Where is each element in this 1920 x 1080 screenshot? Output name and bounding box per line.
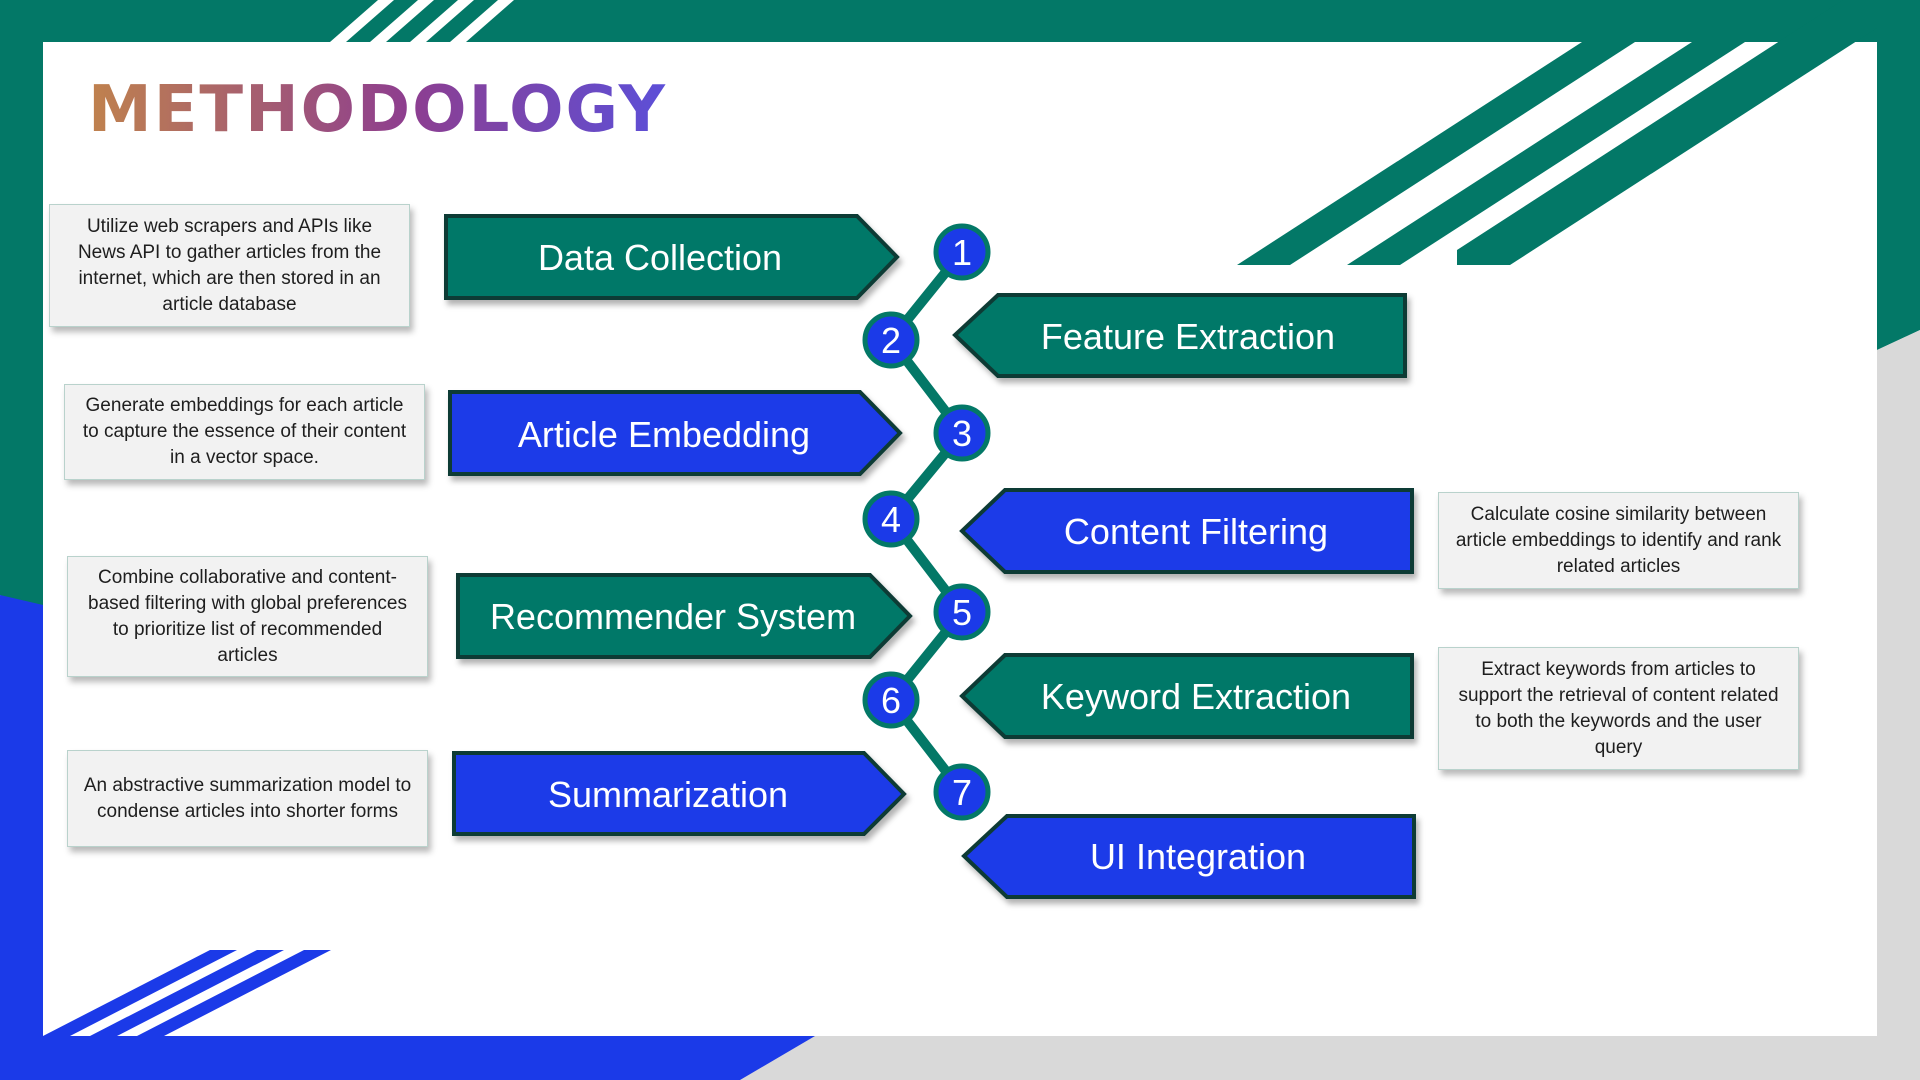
step-label: UI Integration	[1090, 836, 1306, 877]
step-label: Article Embedding	[518, 414, 810, 455]
step-badge-6: 6	[862, 671, 920, 729]
step-data-collection: Data Collection	[444, 214, 900, 300]
teal-right-band	[1877, 0, 1920, 350]
step-badge-4: 4	[862, 490, 920, 548]
step-number: 5	[952, 592, 972, 633]
step-summarization: Summarization	[452, 751, 907, 836]
step-keyword-extraction: Keyword Extraction	[959, 653, 1414, 739]
step-label: Feature Extraction	[1041, 316, 1335, 357]
step-label: Recommender System	[490, 596, 856, 637]
step-badge-1: 1	[933, 223, 991, 281]
description-article-embedding: Generate embeddings for each article to …	[64, 384, 425, 480]
arrow-shape	[961, 814, 1416, 899]
blue-left-band	[0, 595, 43, 1080]
step-article-embedding: Article Embedding	[448, 390, 903, 476]
step-number: 1	[952, 232, 972, 273]
arrow-shape	[444, 214, 900, 300]
step-label: Summarization	[548, 774, 788, 815]
teal-top-band	[0, 0, 1920, 42]
arrow-shape	[959, 488, 1414, 574]
step-content-filtering: Content Filtering	[959, 488, 1414, 574]
step-label: Keyword Extraction	[1041, 676, 1351, 717]
teal-left-band	[0, 0, 43, 615]
description-content-filtering: Calculate cosine similarity between arti…	[1438, 492, 1799, 589]
step-label: Data Collection	[538, 237, 782, 278]
blue-diagonal-stripes	[43, 950, 331, 1036]
step-ui-integration: UI Integration	[961, 814, 1416, 899]
step-label: Content Filtering	[1064, 511, 1328, 552]
step-number: 4	[881, 499, 901, 540]
description-data-collection: Utilize web scrapers and APIs like News …	[49, 204, 410, 327]
blue-bottom-band	[0, 1036, 815, 1080]
teal-diagonal-stripes	[1237, 0, 1877, 265]
step-number: 6	[881, 680, 901, 721]
description-keyword-extraction: Extract keywords from articles to suppor…	[1438, 647, 1799, 770]
step-feature-extraction: Feature Extraction	[952, 293, 1407, 378]
gray-right-band	[1877, 330, 1920, 1080]
arrow-shape	[952, 293, 1407, 378]
step-number: 7	[952, 772, 972, 813]
step-number: 3	[952, 413, 972, 454]
description-recommender-system: Combine collaborative and content-based …	[67, 556, 428, 677]
arrow-shape	[456, 573, 913, 659]
arrow-shape	[452, 751, 907, 836]
step-recommender-system: Recommender System	[456, 573, 913, 659]
step-badge-3: 3	[933, 404, 991, 462]
step-badge-2: 2	[862, 311, 920, 369]
step-number: 2	[881, 320, 901, 361]
arrow-shape	[959, 653, 1414, 739]
arrow-shape	[448, 390, 903, 476]
step-badge-5: 5	[933, 583, 991, 641]
step-badge-7: 7	[933, 763, 991, 821]
top-stripes	[330, 0, 514, 42]
page-title: METHODOLOGY	[88, 73, 667, 147]
description-summarization: An abstractive summarization model to co…	[67, 750, 428, 847]
